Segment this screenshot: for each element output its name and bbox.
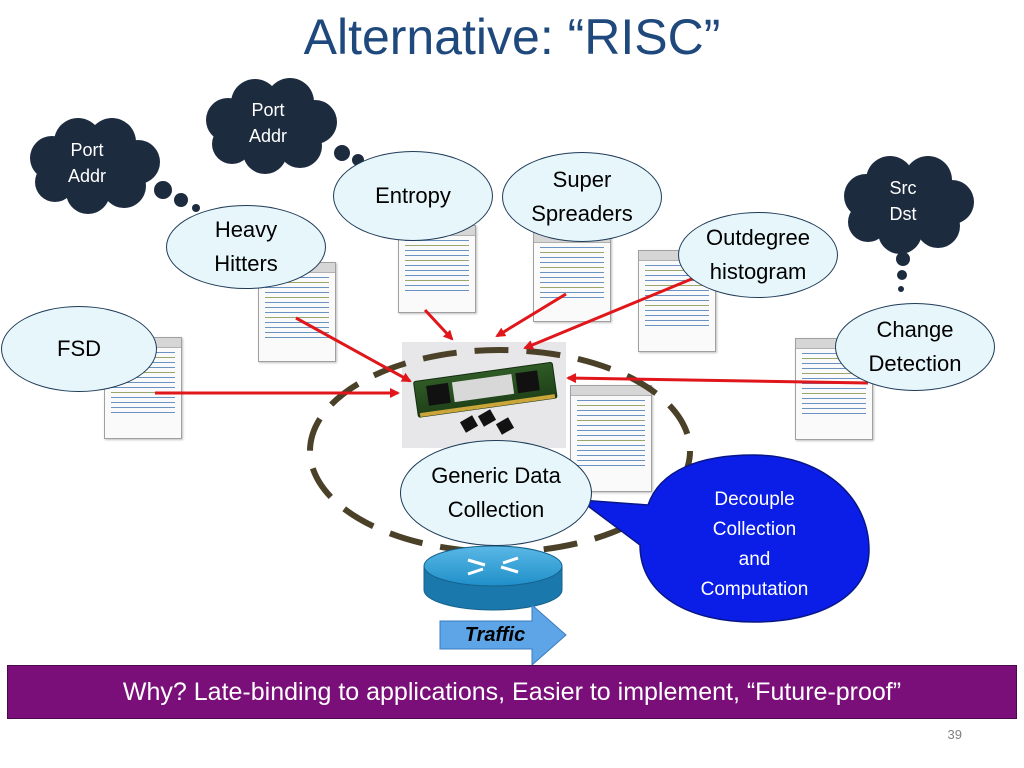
cloud-line: Addr [67,166,107,186]
cloud-line: Port [70,140,104,160]
cloud-text-port-addr-1: Port Addr [228,97,308,149]
arrow-heavy-hitters [295,316,412,383]
task-fsd: FSD [1,306,157,392]
callout-line: and [738,549,771,570]
traffic-arrow [439,603,567,667]
task-change-detection: Change Detection [835,303,995,391]
callout-line: Computation [700,579,809,600]
router-icon [423,545,563,611]
traffic-label: Traffic [464,624,526,646]
callout-line: Decouple [714,489,795,510]
thought-cloud-port-addr-1 [206,78,374,174]
memory-module-image [402,342,566,448]
task-generic-data-collection: Generic Data Collection [400,440,592,546]
task-super-spreaders: Super Spreaders [502,152,662,242]
cloud-line: Dst [889,204,917,224]
cloud-line: Addr [248,126,288,146]
task-outdegree-histogram: Outdegree histogram [678,212,838,298]
thought-cloud-port-addr-2 [30,118,200,214]
cloud-text-src-dst: Src Dst [863,175,943,227]
cloud-line: Port [251,100,285,120]
bottom-banner: Why? Late-binding to applications, Easie… [7,665,1017,719]
arrow-change-detection [566,373,869,385]
callout-text: Decouple Collection and Computation [672,485,837,605]
slide-title: Alternative: “RISC” [303,9,721,65]
callout-line: Collection [712,519,797,540]
code-doc-outdegree [638,250,716,352]
arrow-super-spreaders [495,292,567,338]
arrow-outdegree [523,276,695,350]
cloud-line: Src [889,178,917,198]
cloud-text-port-addr-2: Port Addr [47,137,127,189]
task-heavy-hitters: Heavy Hitters [166,205,326,289]
thought-cloud-src-dst [844,156,974,292]
task-entropy: Entropy [333,151,493,241]
callout-bubble [577,454,870,623]
page-number: 39 [947,727,962,742]
arrow-entropy [423,308,454,341]
